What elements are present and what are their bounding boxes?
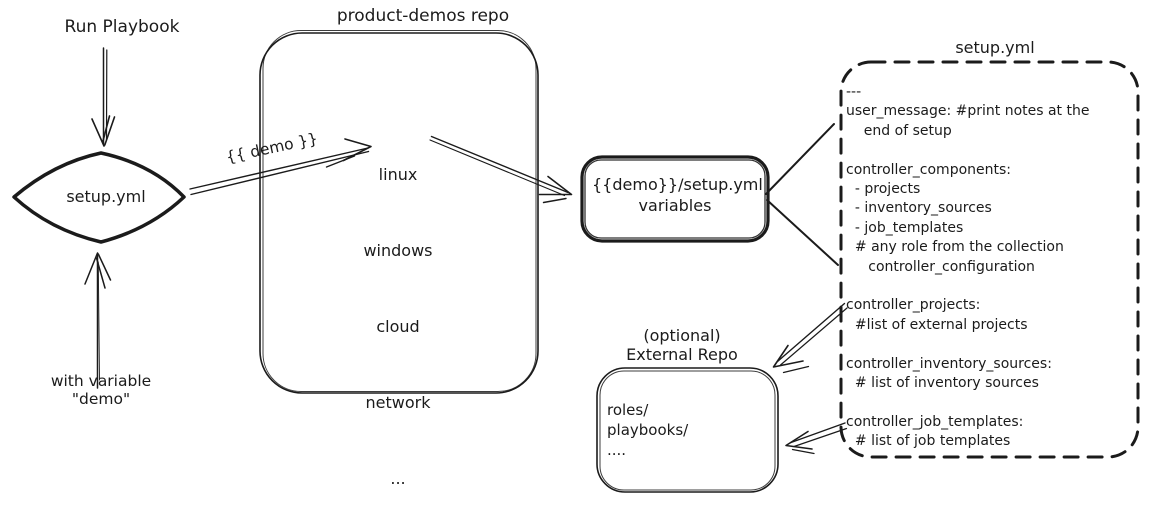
- setup-yml-title: setup.yml: [955, 38, 1035, 57]
- external-repo-caption: (optional) External Repo: [626, 326, 738, 364]
- run-playbook-label: Run Playbook: [64, 17, 180, 37]
- with-variable-arrow: [84, 252, 112, 389]
- external-repo-content: roles/ playbooks/ ....: [607, 401, 689, 459]
- projects-to-external-arrow: [772, 302, 848, 374]
- fan-line-top: [765, 123, 835, 195]
- job-templates-to-external-arrow: [785, 422, 848, 455]
- repo-item-cloud: cloud: [376, 317, 420, 336]
- setup-yml-content: --- user_message: #print notes at the en…: [846, 84, 1090, 450]
- repo-title: product-demos repo: [336, 6, 510, 26]
- repo-item-ellipsis: ...: [390, 469, 406, 488]
- repo-item-windows: windows: [363, 241, 433, 260]
- run-playbook-arrow: [91, 47, 116, 147]
- product-demos-repo-box: [259, 30, 539, 394]
- external-repo-box-shape: [596, 367, 779, 493]
- with-variable-label: with variable "demo": [50, 372, 152, 408]
- setup-yml-dashed-border: [839, 60, 1140, 459]
- repo-item-list: linux windows cloud network ...: [338, 118, 458, 505]
- variables-box-label: {{demo}}/setup.yml variables: [592, 175, 763, 215]
- demo-arrow: [189, 138, 372, 196]
- repo-item-network: network: [365, 393, 431, 412]
- variables-box-shape: [580, 155, 770, 243]
- linux-to-variables-arrow: [429, 135, 573, 204]
- decision-label: setup.yml: [66, 187, 146, 206]
- fan-line-bottom: [766, 199, 839, 266]
- repo-item-linux: linux: [378, 165, 418, 184]
- setup-diamond: [12, 151, 186, 244]
